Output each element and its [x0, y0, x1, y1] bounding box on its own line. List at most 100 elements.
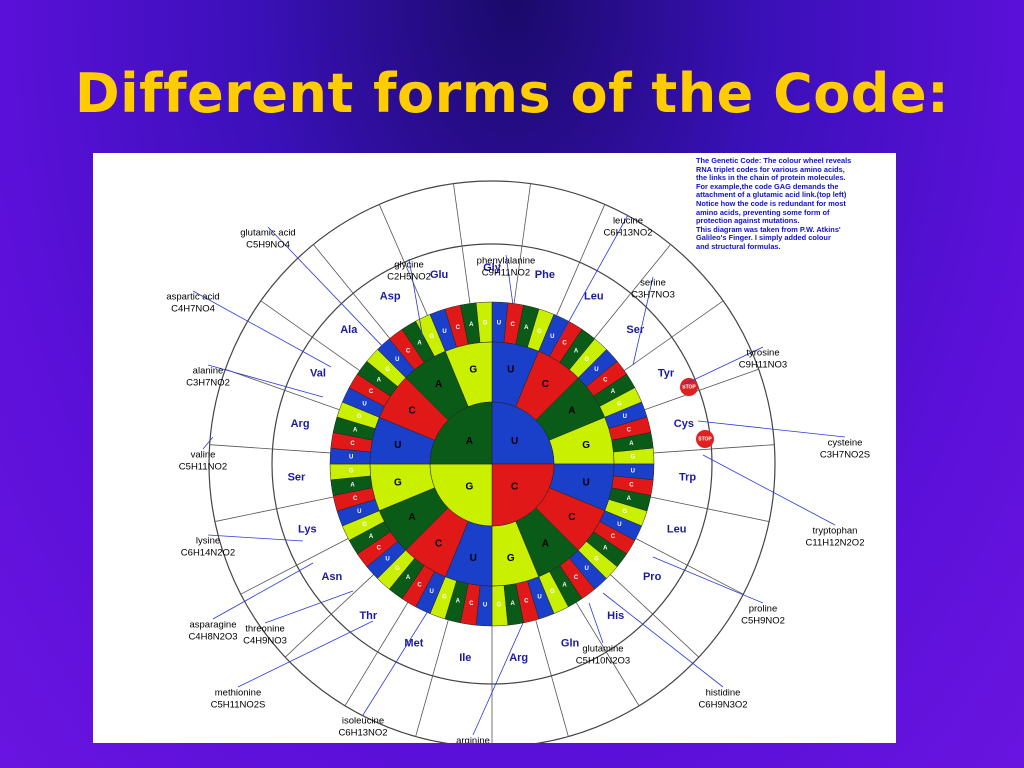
third-base-letter: U: [395, 357, 399, 363]
third-base-letter: C: [350, 441, 355, 447]
third-base-letter: G: [594, 556, 599, 562]
second-base-letter: U: [583, 477, 590, 488]
second-base-letter: U: [470, 553, 477, 564]
third-base-letter: C: [574, 575, 579, 581]
third-base-letter: C: [511, 322, 516, 328]
molecule-formula: C6H13NO2: [603, 228, 652, 239]
third-base-letter: C: [456, 325, 461, 331]
molecule-name: phenylalanine: [477, 256, 536, 267]
amino-acid-label: Leu: [667, 524, 687, 536]
third-base-letter: U: [594, 367, 598, 373]
molecule-formula: C6H13NO2: [338, 728, 387, 739]
third-base-letter: G: [362, 522, 367, 528]
pointer-line: [237, 620, 374, 688]
wheel-spoke: [260, 300, 360, 371]
second-base-letter: U: [394, 440, 401, 451]
third-base-letter: A: [611, 389, 616, 395]
third-base-letter: U: [617, 522, 621, 528]
third-base-letter: A: [353, 427, 358, 433]
second-base-letter: C: [435, 538, 442, 549]
third-base-letter: A: [406, 575, 411, 581]
molecule-name: arginine: [456, 736, 490, 743]
caption-line: This diagram was taken from P.W. Atkins': [696, 224, 841, 234]
amino-acid-label: Cys: [674, 418, 694, 430]
molecule-name: glycine: [394, 260, 424, 271]
amino-acid-label: Ile: [459, 652, 471, 664]
third-base-letter: G: [395, 566, 400, 572]
molecule-formula: C4H8N2O3: [188, 632, 237, 643]
caption-line: The Genetic Code: The colour wheel revea…: [696, 156, 852, 165]
amino-acid-label: Pro: [643, 571, 662, 583]
codon-first-base-segment: [491, 401, 555, 465]
pointer-line: [472, 622, 524, 736]
molecule-formula: C5H10N2O3: [576, 656, 630, 667]
molecule-name: histidine: [706, 688, 741, 699]
third-base-letter: G: [617, 401, 622, 407]
caption-line: amino acids, preventing some form of: [696, 207, 830, 217]
caption: The Genetic Code: The colour wheel revea…: [696, 156, 896, 252]
stop-label: STOP: [682, 384, 696, 390]
caption-line: Notice how the code is redundant for mos…: [696, 198, 846, 208]
third-base-letter: U: [385, 556, 389, 562]
amino-acid-label: Arg: [509, 652, 528, 664]
pointer-line: [602, 592, 724, 688]
caption-line: and structural formulas.: [696, 241, 781, 251]
third-base-letter: C: [377, 546, 382, 552]
first-base-letter: G: [465, 481, 473, 492]
pointer-line: [264, 590, 354, 624]
second-base-letter: C: [409, 405, 416, 416]
pointer-line: [632, 276, 654, 366]
pointer-line: [207, 534, 304, 542]
second-base-letter: U: [507, 364, 514, 375]
amino-acid-label: Thr: [359, 610, 377, 622]
molecule-formula: C3H7NO2S: [820, 450, 870, 461]
third-base-letter: A: [469, 322, 474, 328]
third-base-letter: U: [623, 414, 627, 420]
amino-acid-label: Leu: [584, 290, 604, 302]
molecule-name: tryptophan: [813, 526, 858, 537]
stop-marker: [680, 378, 698, 396]
pointer-line: [588, 602, 604, 644]
wheel-spoke: [415, 619, 449, 737]
third-base-letter: G: [550, 589, 555, 595]
pointer-line: [212, 562, 314, 620]
second-base-letter: A: [435, 379, 442, 390]
third-base-letter: C: [406, 348, 411, 354]
amino-acid-label: Asp: [380, 290, 401, 302]
first-base-letter: U: [511, 436, 518, 447]
amino-acid-label: Gln: [561, 638, 580, 650]
pointer-line: [697, 420, 846, 438]
third-base-letter: U: [585, 566, 589, 572]
amino-acid-label: Gly: [483, 262, 502, 274]
molecule-name: isoleucine: [342, 716, 384, 727]
wheel-spoke: [378, 204, 428, 316]
wheel-spoke: [593, 244, 671, 339]
third-base-letter: G: [442, 594, 447, 600]
wheel-spoke: [453, 183, 471, 304]
molecule-formula: C9H11NO2: [482, 268, 530, 279]
third-base-letter: U: [631, 468, 635, 474]
wheel-spoke: [644, 368, 759, 411]
pointer-line: [408, 258, 424, 340]
third-base-letter: U: [362, 401, 366, 407]
wheel-spoke: [214, 496, 334, 522]
wheel-spoke: [635, 538, 744, 595]
pointer-line: [267, 226, 386, 350]
stop-label: STOP: [698, 436, 712, 442]
molecule-name: asparagine: [189, 620, 236, 631]
third-base-letter: G: [357, 414, 362, 420]
caption-line: attachment of a glutamic acid link.(top …: [696, 190, 847, 200]
molecule-formula: C6H9N3O2: [698, 700, 747, 711]
third-base-letter: C: [629, 482, 634, 488]
wheel-spoke: [313, 244, 391, 339]
slide-title: Different forms of the Code:: [74, 62, 950, 125]
third-base-letter: C: [627, 427, 632, 433]
third-base-letter: G: [497, 602, 502, 608]
pointer-line: [505, 254, 514, 306]
wheel-spoke: [556, 204, 606, 316]
wheel-spoke: [225, 368, 340, 411]
third-base-letter: A: [562, 583, 567, 589]
amino-acid-label: Ala: [340, 324, 358, 336]
molecule-formula: C5H11NO2S: [211, 700, 266, 711]
